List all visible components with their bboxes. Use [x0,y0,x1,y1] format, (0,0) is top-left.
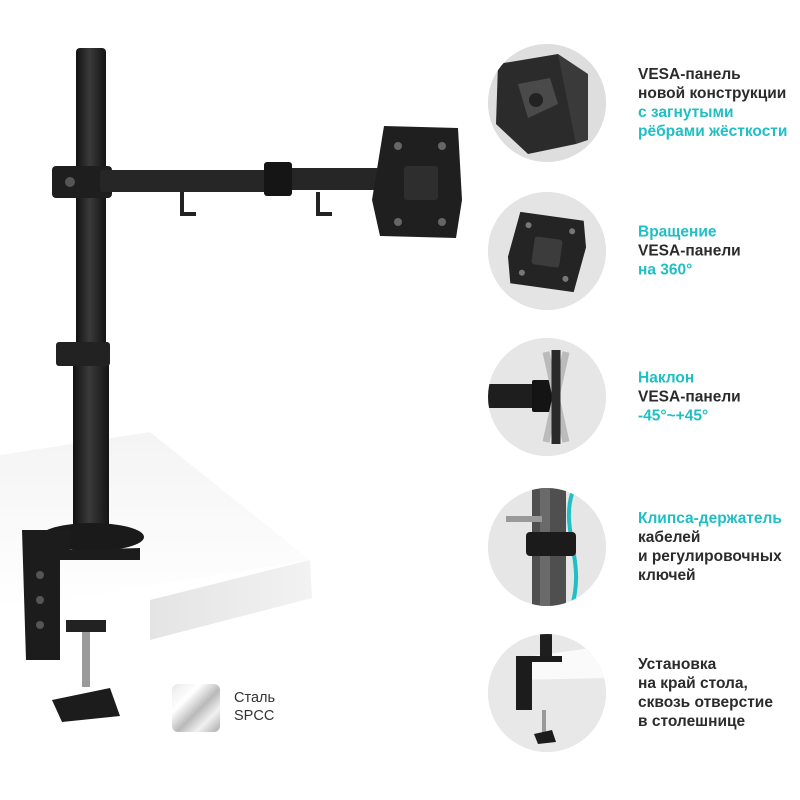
feature-line: в столешнице [638,713,746,730]
arm-segment-2 [276,168,406,190]
pole-lower [73,348,109,538]
vesa-panel-ribs-icon [488,44,606,162]
feature-line: VESA-панели [638,388,741,406]
feature-line: кабелей [638,529,701,546]
desk-clamp-icon [488,634,606,752]
clamp-handle [52,688,120,722]
clamp-body [22,530,140,660]
arm-segment-1 [100,170,280,192]
clamp-plate [66,620,106,632]
pole-collar [56,342,110,366]
material-badge: Сталь SPCC [172,684,332,732]
feature-line: сквозь отверстие [638,694,773,711]
feature-text: Установка на край стола, сквозь отверстие в… [638,655,798,731]
material-label: Сталь SPCC [234,689,275,725]
steel-swatch-icon [172,684,220,732]
desk-edge [150,560,312,640]
material-line-1: Сталь [234,690,276,706]
feature-line: рёбрами жёсткости [638,123,788,140]
feature-line: на край стола, [638,675,748,692]
arm-joint-main [52,166,112,198]
feature-cable-clip: Клипса-держатель кабелей и регулировочных к… [488,488,800,606]
material-line-2: SPCC [234,708,275,724]
feature-line: ключей [638,567,696,584]
feature-text: Клипса-держатель кабелей и регулировочных к… [638,509,798,585]
feature-vesa-panel: VESA-панель новой конструкции с загнутыми р… [488,44,800,162]
feature-line: Установка [638,656,717,673]
feature-line: Клипса-держатель [638,510,782,527]
feature-text: VESA-панель новой конструкции с загнутыми р… [638,65,798,141]
feature-line: с загнутыми [638,104,734,121]
clamp-screw [82,632,90,687]
feature-line: и регулировочных [638,548,782,565]
feature-line: -45°~+45° [638,407,709,425]
monitor-arm-illustration [0,48,462,722]
feature-line: новой конструкции [638,85,787,102]
arm-elbow [264,162,292,196]
feature-line: Наклон [638,369,695,387]
rotation-icon [488,192,606,310]
feature-line: на 360° [638,261,693,279]
feature-line: VESA-панель [638,66,741,83]
tilt-icon [488,338,606,456]
feature-desk-clamp: Установка на край стола, сквозь отверстие в… [488,634,800,752]
cable-clip-icon [488,488,606,606]
feature-line: VESA-панели [638,242,741,260]
feature-line: Вращение [638,223,717,241]
